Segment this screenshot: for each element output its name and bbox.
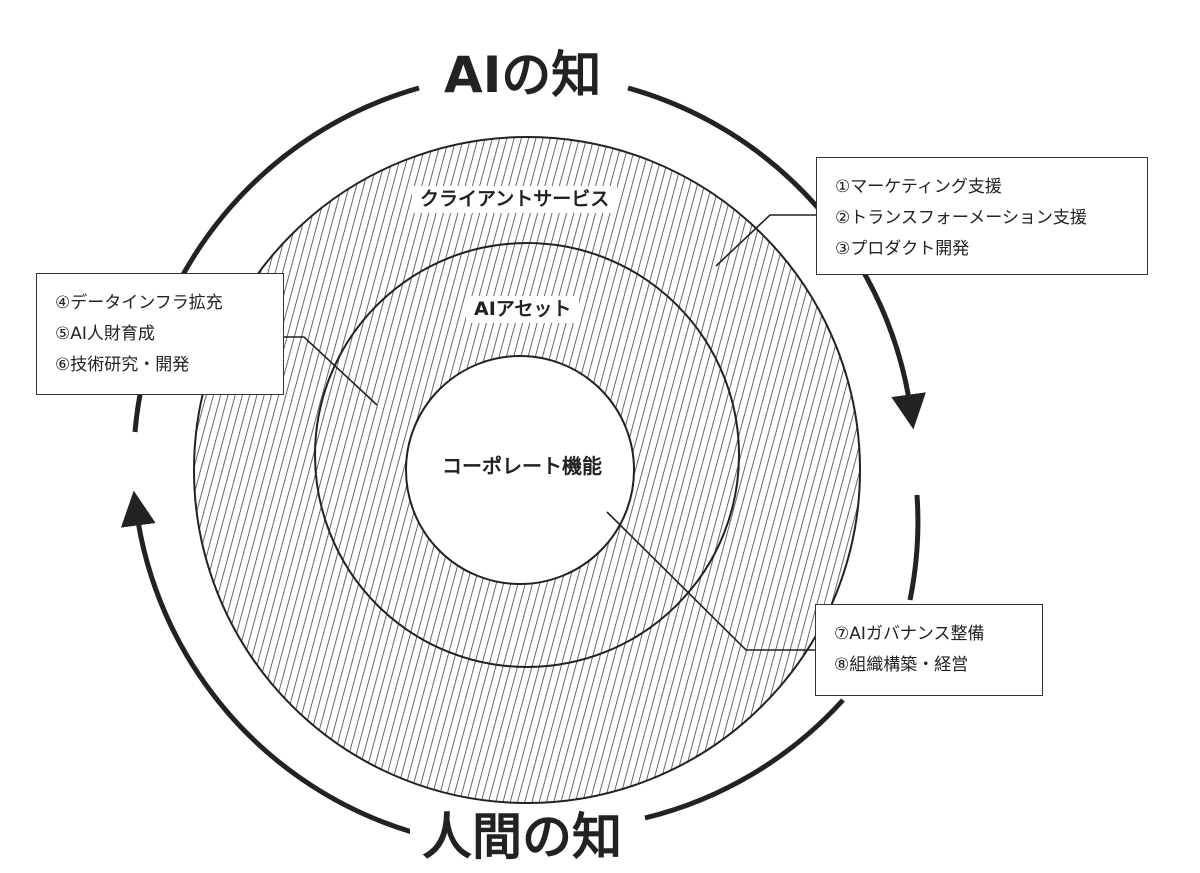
callout-item: ②トランスフォーメーション支援 (835, 208, 1087, 228)
ring-corporate-core (405, 355, 635, 585)
callout-item: ③プロダクト開発 (835, 239, 970, 259)
ring-label-corporate: コーポレート機能 (442, 454, 602, 478)
callout-item: ⑦AIガバナンス整備 (834, 624, 985, 644)
callout-corporate: ⑦AIガバナンス整備 ⑧組織構築・経営 (815, 604, 1043, 696)
leader-line-asset (284, 336, 378, 406)
leader-line-corporate (606, 511, 815, 651)
cycle-arc-bottom-right-lower (644, 698, 845, 821)
callout-ai-asset: ④データインフラ拡充 ⑤AI人財育成 ⑥技術研究・開発 (36, 273, 284, 395)
ring-label-client-service: クライアントサービス (412, 186, 618, 213)
callout-item: ④データインフラ拡充 (55, 293, 223, 313)
callout-client-service: ①マーケティング支援 ②トランスフォーメーション支援 ③プロダクト開発 (816, 157, 1148, 275)
cycle-arc-bottom-right (907, 494, 921, 601)
cycle-arc-bottom-left (120, 490, 413, 835)
title-ai-knowledge: AIの知 (432, 50, 614, 100)
title-human-knowledge: 人間の知 (410, 812, 634, 862)
leader-line-client (715, 214, 816, 267)
callout-item: ⑧組織構築・経営 (834, 655, 969, 675)
ring-label-ai-asset: AIアセット (466, 296, 580, 323)
callout-item: ⑤AI人財育成 (55, 324, 155, 344)
callout-item: ⑥技術研究・開発 (55, 355, 190, 375)
leader-lines (284, 214, 816, 651)
callout-item: ①マーケティング支援 (835, 177, 1002, 197)
